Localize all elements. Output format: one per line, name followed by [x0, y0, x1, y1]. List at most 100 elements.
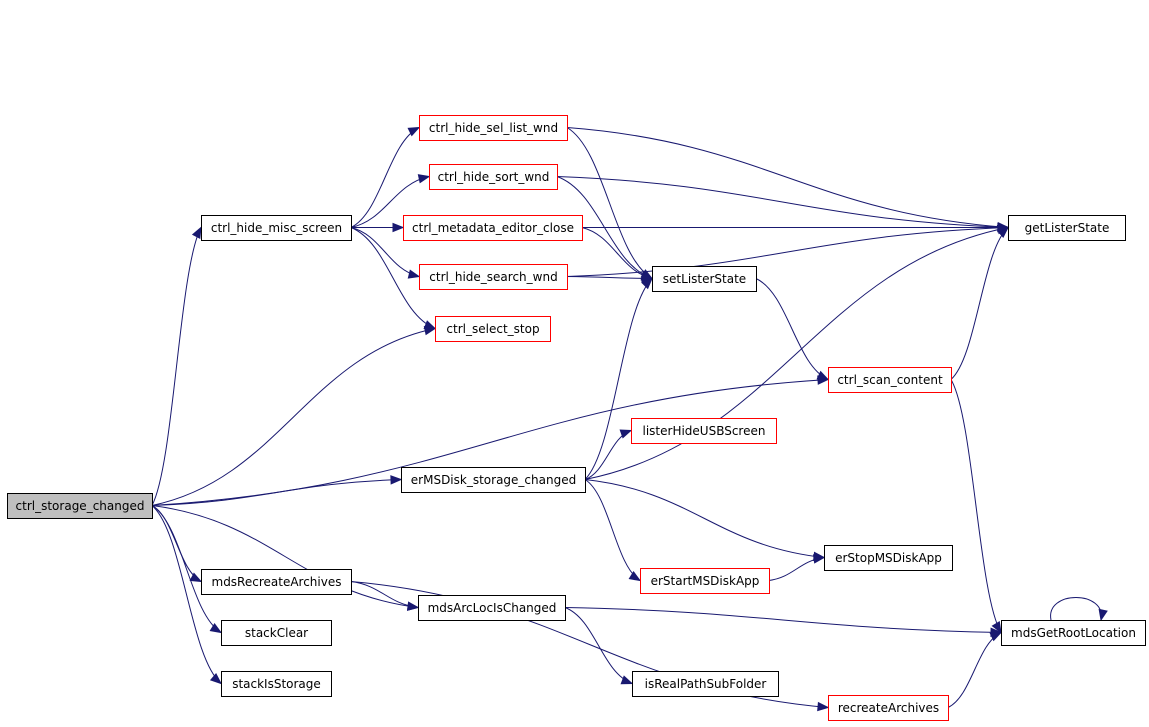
node-box-ctrl_hide_sel_list_wnd[interactable]	[419, 115, 568, 141]
node-label-ctrl_scan_content: ctrl_scan_content	[837, 373, 943, 387]
edge-ctrl_hide_sort_wnd-to-getListerState	[556, 176, 1010, 232]
node-box-stackIsStorage[interactable]	[221, 671, 332, 697]
node-stackIsStorage[interactable]: stackIsStorage	[221, 671, 332, 697]
node-isRealPathSubFolder[interactable]: isRealPathSubFolder	[632, 671, 779, 697]
node-box-ctrl_hide_sort_wnd[interactable]	[429, 164, 558, 190]
node-label-recreateArchives: recreateArchives	[838, 701, 939, 715]
edge-ctrl_storage_changed-to-erMSDisk_storage_changed-arrowhead	[390, 475, 403, 485]
node-label-listerHideUSBScreen: listerHideUSBScreen	[643, 424, 766, 438]
node-erStartMSDiskApp[interactable]: erStartMSDiskApp	[640, 568, 770, 594]
edge-ctrl_hide_sel_list_wnd-to-setListerState	[566, 127, 654, 280]
edge-mdsGetRootLocation-to-mdsGetRootLocation	[1050, 597, 1108, 622]
edge-recreateArchives-to-mdsGetRootLocation	[947, 631, 1003, 708]
edge-erMSDisk_storage_changed-to-erStartMSDiskApp-line	[584, 479, 641, 581]
node-mdsRecreateArchives[interactable]: mdsRecreateArchives	[201, 569, 352, 595]
edge-erMSDisk_storage_changed-to-getListerState	[584, 224, 1010, 480]
edge-ctrl_hide_misc_screen-to-ctrl_hide_sel_list_wnd-line	[350, 127, 420, 228]
edge-ctrl_storage_changed-to-mdsRecreateArchives	[151, 505, 203, 583]
edge-ctrl_storage_changed-to-erMSDisk_storage_changed	[151, 475, 403, 506]
node-box-ctrl_storage_changed[interactable]	[7, 493, 153, 519]
edge-ctrl_hide_misc_screen-to-ctrl_select_stop-line	[350, 227, 436, 329]
edge-ctrl_storage_changed-to-ctrl_hide_misc_screen-arrowhead	[191, 226, 202, 239]
edge-ctrl_scan_content-to-getListerState-line	[950, 227, 1009, 380]
node-label-ctrl_metadata_editor_close: ctrl_metadata_editor_close	[412, 221, 574, 235]
edge-mdsArcLocIsChanged-to-mdsGetRootLocation	[564, 607, 1003, 638]
node-ctrl_metadata_editor_close[interactable]: ctrl_metadata_editor_close	[403, 215, 583, 241]
node-label-stackClear: stackClear	[245, 626, 308, 640]
node-listerHideUSBScreen[interactable]: listerHideUSBScreen	[631, 418, 777, 444]
node-ctrl_hide_sort_wnd[interactable]: ctrl_hide_sort_wnd	[429, 164, 558, 190]
node-box-ctrl_hide_misc_screen[interactable]	[201, 215, 352, 241]
edge-ctrl_scan_content-to-mdsGetRootLocation-line	[950, 379, 1002, 633]
node-getListerState[interactable]: getListerState	[1008, 215, 1126, 241]
edge-ctrl_hide_misc_screen-to-ctrl_hide_sort_wnd-line	[350, 176, 430, 228]
edge-ctrl_hide_sort_wnd-to-getListerState-line	[556, 176, 1009, 228]
edge-ctrl_storage_changed-to-ctrl_hide_misc_screen	[151, 226, 202, 506]
node-box-erStopMSDiskApp[interactable]	[824, 545, 953, 571]
node-box-recreateArchives[interactable]	[828, 695, 949, 721]
edge-ctrl_storage_changed-to-mdsArcLocIsChanged-line	[151, 505, 419, 608]
node-ctrl_scan_content[interactable]: ctrl_scan_content	[828, 367, 952, 393]
node-box-ctrl_scan_content[interactable]	[828, 367, 952, 393]
edge-ctrl_storage_changed-to-stackClear-arrowhead	[209, 622, 223, 634]
edge-mdsRecreateArchives-to-recreateArchives-arrowhead	[817, 701, 830, 712]
edge-ctrl_scan_content-to-mdsGetRootLocation	[950, 379, 1002, 634]
edge-erMSDisk_storage_changed-to-erStartMSDiskApp	[584, 479, 642, 582]
edge-erStartMSDiskApp-to-erStopMSDiskApp	[768, 554, 826, 581]
node-ctrl_storage_changed[interactable]: ctrl_storage_changed	[7, 493, 153, 519]
node-box-mdsArcLocIsChanged[interactable]	[418, 595, 566, 621]
node-box-erMSDisk_storage_changed[interactable]	[401, 467, 586, 493]
node-box-ctrl_metadata_editor_close[interactable]	[403, 215, 583, 241]
edge-ctrl_hide_sel_list_wnd-to-setListerState-line	[566, 127, 653, 279]
edge-ctrl_storage_changed-to-ctrl_select_stop-line	[151, 328, 436, 506]
node-ctrl_hide_misc_screen[interactable]: ctrl_hide_misc_screen	[201, 215, 352, 241]
edge-ctrl_metadata_editor_close-to-getListerState	[582, 222, 1010, 233]
node-setListerState[interactable]: setListerState	[652, 266, 757, 292]
node-ctrl_hide_sel_list_wnd[interactable]: ctrl_hide_sel_list_wnd	[419, 115, 568, 141]
edge-ctrl_storage_changed-to-mdsRecreateArchives-arrowhead	[189, 572, 203, 583]
edge-erMSDisk_storage_changed-to-listerHideUSBScreen	[584, 429, 633, 480]
node-label-erMSDisk_storage_changed: erMSDisk_storage_changed	[411, 473, 576, 487]
node-label-stackIsStorage: stackIsStorage	[232, 677, 321, 691]
edge-erMSDisk_storage_changed-to-setListerState-arrowhead	[641, 277, 653, 290]
node-stackClear[interactable]: stackClear	[221, 620, 332, 646]
node-box-listerHideUSBScreen[interactable]	[631, 418, 777, 444]
node-label-isRealPathSubFolder: isRealPathSubFolder	[645, 677, 767, 691]
node-recreateArchives[interactable]: recreateArchives	[828, 695, 949, 721]
edge-setListerState-to-ctrl_scan_content-arrowhead	[816, 370, 830, 381]
edge-ctrl_storage_changed-to-stackIsStorage	[151, 505, 223, 685]
edge-ctrl_hide_misc_screen-to-ctrl_hide_sort_wnd	[350, 174, 431, 228]
edge-erMSDisk_storage_changed-to-getListerState-arrowhead	[996, 224, 1010, 235]
node-box-mdsGetRootLocation[interactable]	[1001, 620, 1146, 646]
node-box-mdsRecreateArchives[interactable]	[201, 569, 352, 595]
edge-ctrl_storage_changed-to-erMSDisk_storage_changed-line	[151, 479, 402, 506]
node-box-erStartMSDiskApp[interactable]	[640, 568, 770, 594]
edge-erMSDisk_storage_changed-to-listerHideUSBScreen-line	[584, 430, 632, 480]
edge-ctrl_hide_misc_screen-to-ctrl_metadata_editor_close-arrowhead	[392, 222, 405, 233]
edge-mdsGetRootLocation-to-mdsGetRootLocation-arrowhead	[1098, 608, 1108, 622]
node-label-erStopMSDiskApp: erStopMSDiskApp	[835, 551, 942, 565]
edge-setListerState-to-ctrl_scan_content	[755, 278, 830, 381]
edges-layer	[151, 126, 1108, 712]
node-erStopMSDiskApp[interactable]: erStopMSDiskApp	[824, 545, 953, 571]
edge-ctrl_storage_changed-to-stackClear	[151, 505, 223, 634]
edge-ctrl_hide_misc_screen-to-ctrl_select_stop	[350, 227, 437, 330]
node-box-stackClear[interactable]	[221, 620, 332, 646]
node-mdsGetRootLocation[interactable]: mdsGetRootLocation	[1001, 620, 1146, 646]
node-box-ctrl_hide_search_wnd[interactable]	[419, 264, 568, 290]
edge-ctrl_scan_content-to-mdsGetRootLocation-arrowhead	[991, 621, 1002, 634]
node-mdsArcLocIsChanged[interactable]: mdsArcLocIsChanged	[418, 595, 566, 621]
edge-erMSDisk_storage_changed-to-setListerState	[584, 277, 653, 480]
node-label-ctrl_storage_changed: ctrl_storage_changed	[16, 499, 145, 513]
node-box-isRealPathSubFolder[interactable]	[632, 671, 779, 697]
edge-ctrl_storage_changed-to-stackIsStorage-line	[151, 505, 222, 684]
node-label-erStartMSDiskApp: erStartMSDiskApp	[651, 574, 760, 588]
edge-ctrl_metadata_editor_close-to-setListerState-line	[581, 227, 653, 279]
node-ctrl_hide_search_wnd[interactable]: ctrl_hide_search_wnd	[419, 264, 568, 290]
node-box-getListerState[interactable]	[1008, 215, 1126, 241]
node-box-ctrl_select_stop[interactable]	[435, 316, 551, 342]
node-label-ctrl_hide_sel_list_wnd: ctrl_hide_sel_list_wnd	[429, 121, 558, 135]
node-box-setListerState[interactable]	[652, 266, 757, 292]
node-erMSDisk_storage_changed[interactable]: erMSDisk_storage_changed	[401, 467, 586, 493]
node-ctrl_select_stop[interactable]: ctrl_select_stop	[435, 316, 551, 342]
